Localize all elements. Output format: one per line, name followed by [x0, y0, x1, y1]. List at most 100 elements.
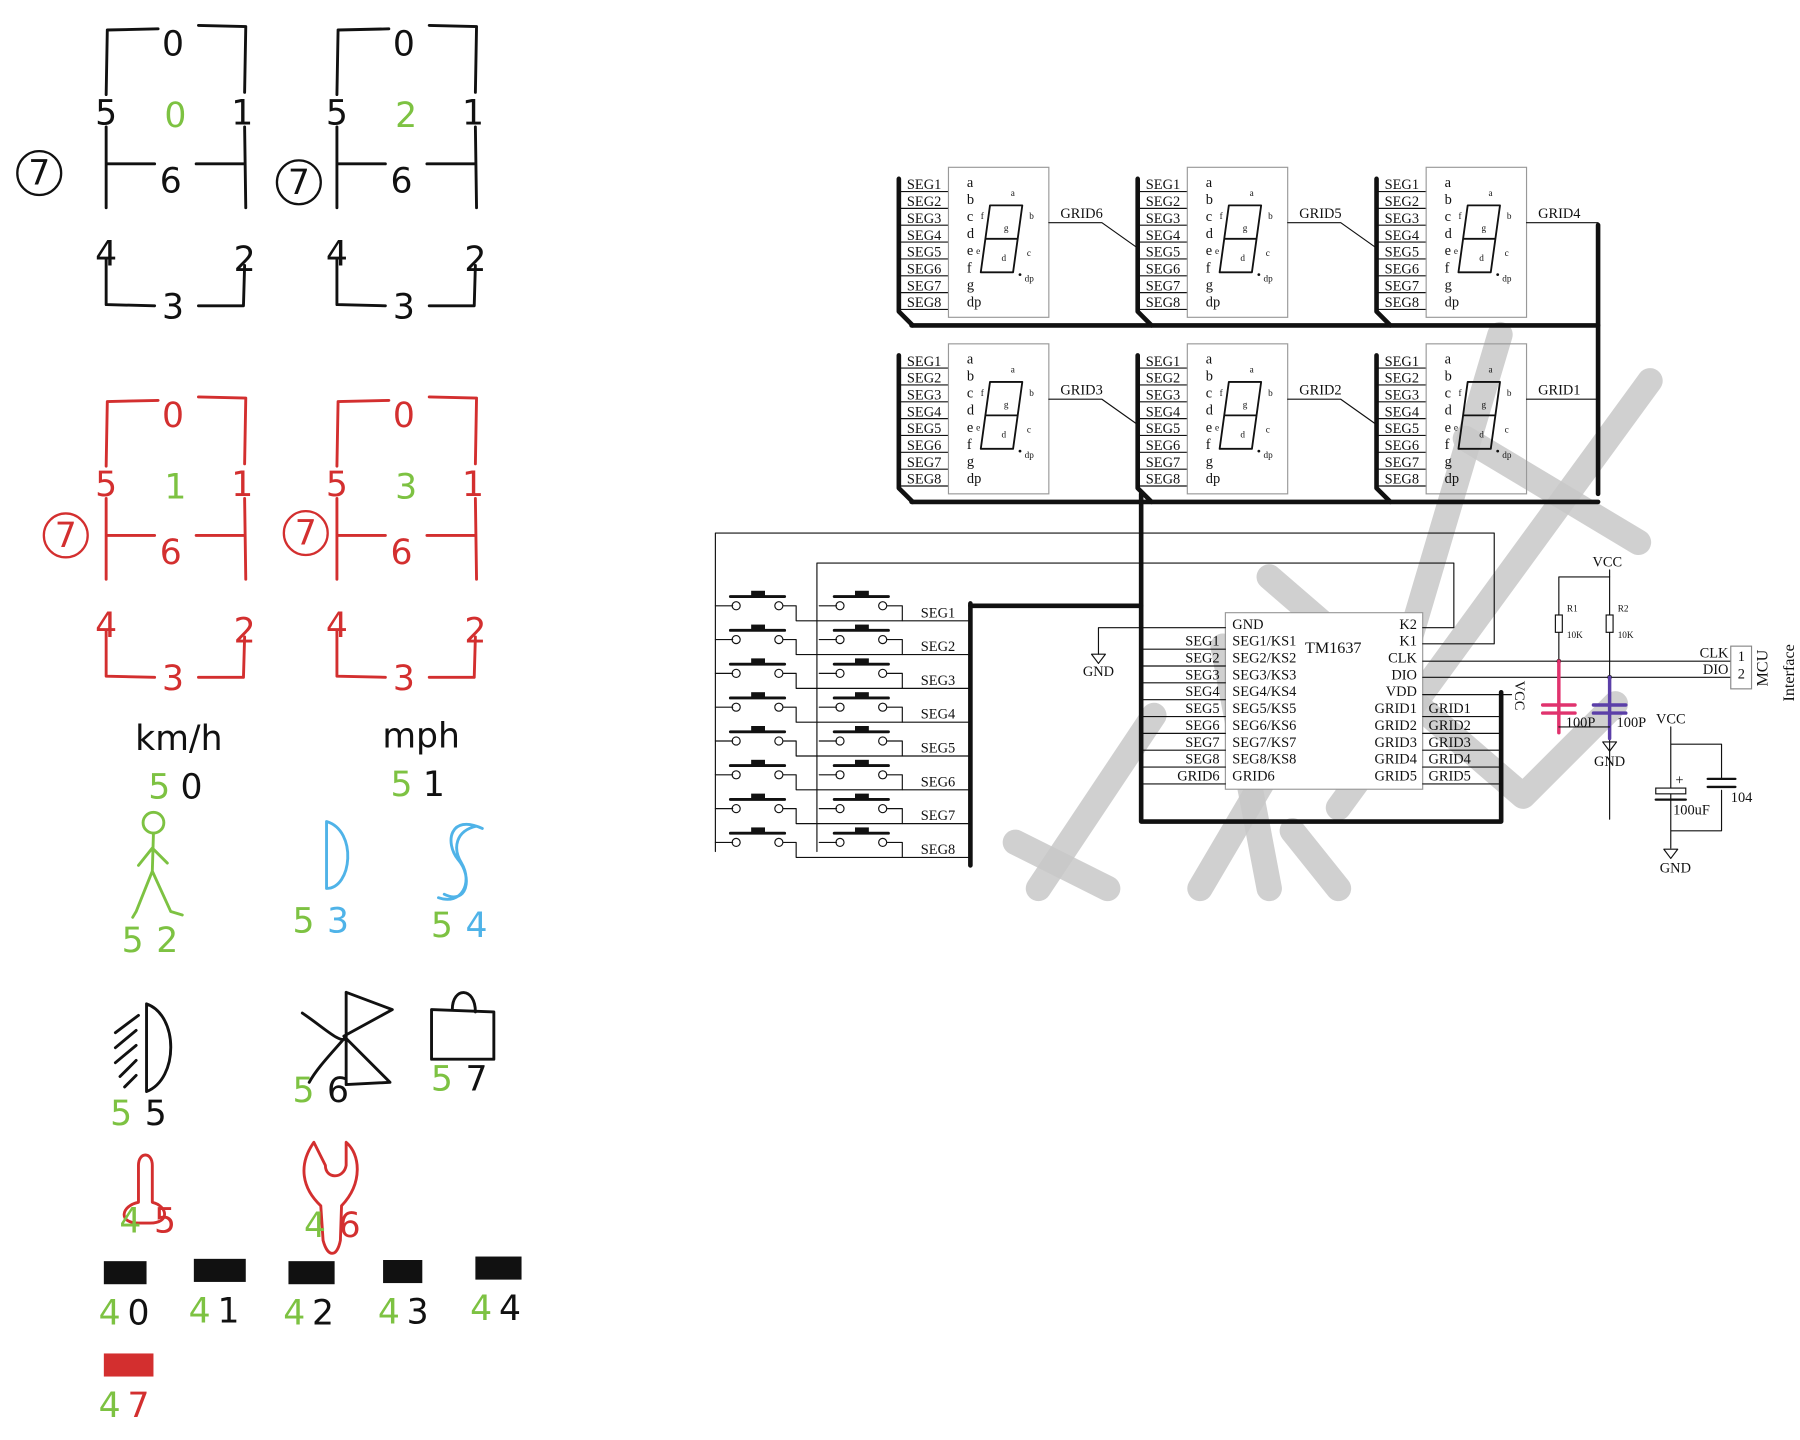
seg-label: SEG8: [1385, 472, 1419, 488]
chip-right-pin: K2: [1399, 617, 1417, 633]
seg-label: SEG6: [907, 261, 941, 277]
segment-mark: e: [1454, 422, 1458, 432]
segment-bus: [896, 176, 915, 328]
contact: [774, 837, 784, 848]
bar-code-a: 4: [189, 1291, 211, 1331]
segment-outline: [104, 23, 248, 308]
watermark-stroke: [1452, 425, 1652, 555]
icon-code-a: 5: [292, 1071, 314, 1111]
contact: [835, 601, 845, 611]
watermark-stroke: [1279, 818, 1352, 902]
digit-index: 2: [395, 96, 417, 136]
chip-right-pin: GRID2: [1375, 718, 1417, 734]
contact: [731, 601, 741, 611]
bar-code-a: 4: [99, 1294, 121, 1334]
plunger: [751, 759, 765, 766]
segment-number-5: 5: [95, 465, 117, 505]
seg-label: SEG8: [1385, 295, 1419, 311]
segment-mark: f: [1220, 388, 1224, 398]
key-seg-label: SEG3: [921, 673, 955, 689]
chip-left-pin: SEG1/KS1: [1232, 634, 1296, 650]
wire: [886, 706, 971, 723]
segment-mark: dp: [1502, 274, 1512, 284]
s-curve-icon-drawing: [437, 822, 484, 901]
segment-mark: f: [1220, 211, 1224, 221]
segment-number-0: 0: [162, 24, 184, 64]
wire: [886, 808, 971, 825]
icon-code-b: 4: [466, 906, 488, 946]
module-pin-label: c: [1445, 386, 1451, 402]
segment-mark: g: [1004, 223, 1009, 233]
tm1637-chip: TM1637GNDSEG1/KS1SEG2/KS2SEG3/KS3SEG4/KS…: [1224, 612, 1424, 790]
segment-mark: b: [1268, 388, 1273, 398]
segment-number-4: 4: [326, 234, 348, 274]
chip-right-pin: GRID3: [1375, 735, 1417, 751]
segment-number-1: 1: [231, 94, 253, 134]
contact: [731, 837, 741, 848]
icon-code-b: 6: [339, 1206, 361, 1246]
segment-mark: c: [1266, 248, 1270, 258]
segment-bus: [896, 353, 915, 505]
segment-mark: f: [1458, 211, 1462, 221]
plunger: [855, 624, 869, 631]
push-button: [818, 759, 890, 780]
seg-label: SEG1: [1385, 177, 1419, 193]
segment-mark: d: [1479, 253, 1484, 263]
push-button: [714, 590, 787, 611]
module-pin-label: dp: [1206, 294, 1220, 310]
icon-code-a: 5: [292, 901, 314, 941]
segment-number-2: 2: [234, 612, 256, 652]
segment-mark: a: [1011, 365, 1015, 375]
segment-mark: a: [1011, 188, 1015, 198]
bar-code-b: 3: [407, 1292, 429, 1332]
bar-swatch: [193, 1258, 246, 1282]
plunger: [751, 827, 765, 834]
bar-swatch: [288, 1261, 335, 1285]
push-button: [818, 827, 890, 848]
resistor-r1: [1554, 614, 1563, 633]
chip-left-pin: SEG8/KS8: [1232, 752, 1296, 768]
seg-label: SEG5: [1146, 245, 1180, 261]
segment-bus: [1374, 353, 1393, 505]
gnd-arrow-icon: [1663, 848, 1679, 860]
segment-mark: a: [1250, 365, 1254, 375]
segment-mark: dp: [1502, 450, 1512, 460]
chip-bus: [1138, 491, 1504, 824]
gnd-arrow-icon: [1602, 741, 1618, 752]
segment-number-5: 5: [326, 465, 348, 505]
gnd-arrow-icon: [1090, 653, 1106, 665]
connector-pin: 1: [1738, 649, 1745, 665]
circle-mark: [42, 512, 89, 559]
push-button: [714, 827, 787, 848]
contact: [835, 803, 845, 814]
seven-segment-glyph: [1457, 204, 1501, 274]
wire: [782, 808, 903, 825]
seven-segment-glyph: [979, 204, 1024, 274]
key-seg-label: SEG2: [921, 639, 955, 655]
gnd-label: GND: [1594, 754, 1625, 770]
seven-segment-glyph: [1457, 380, 1501, 450]
chip-right-pin: GRID5: [1375, 768, 1417, 784]
dp-dot: [1496, 273, 1500, 276]
decimal-point-number: 7: [28, 154, 50, 194]
contact: [835, 770, 845, 780]
segment-mark: d: [1240, 253, 1245, 263]
dp-dot: [1257, 449, 1261, 453]
contact: [731, 702, 741, 712]
segment-mark: e: [976, 246, 980, 256]
module-pin-label: d: [967, 226, 975, 242]
module-pin-label: g: [1206, 277, 1213, 293]
wire: [782, 774, 903, 791]
module-pin-label: c: [1206, 386, 1212, 402]
grid-label: GRID3: [1060, 383, 1102, 399]
